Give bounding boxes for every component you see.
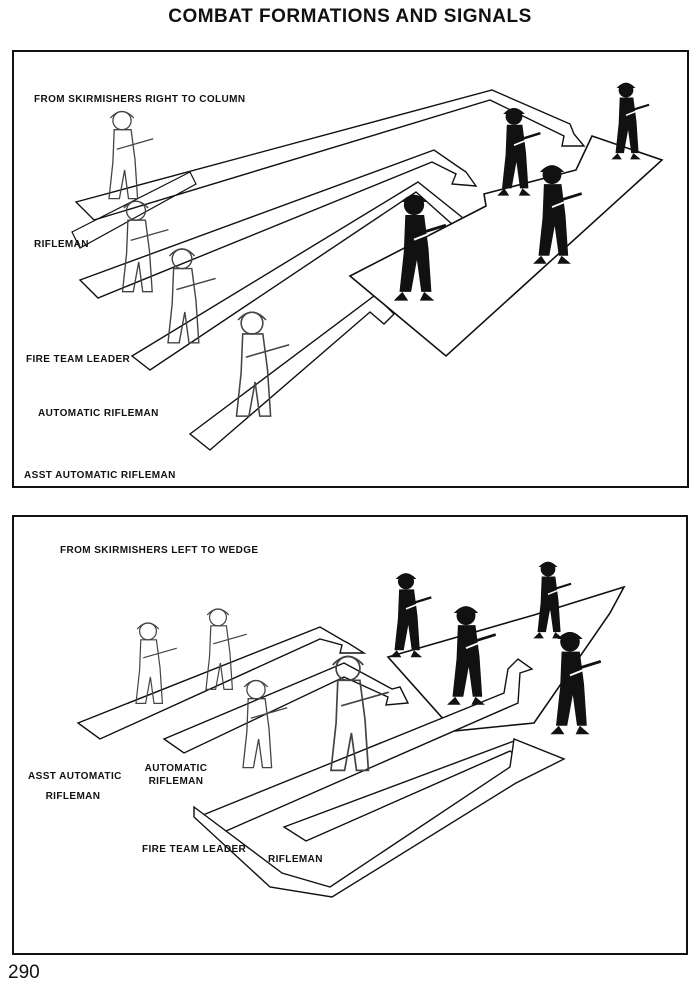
- large-arrow: [193, 738, 566, 898]
- panel-skirmishers-right-to-column: FROM SKIRMISHERS RIGHT TO COLUMN RIFLEMA…: [12, 50, 689, 488]
- panel-skirmishers-left-to-wedge: FROM SKIRMISHERS LEFT TO WEDGE ASST AUTO…: [12, 515, 688, 955]
- label-fire-team-leader: FIRE TEAM LEADER: [26, 354, 131, 365]
- label-rifleman: RIFLEMAN: [34, 239, 89, 250]
- soldier-end-1: [388, 572, 433, 659]
- page-title: COMBAT FORMATIONS AND SIGNALS: [168, 6, 532, 27]
- skirmish-base: [71, 171, 197, 249]
- page-number: 290: [8, 962, 40, 983]
- label-asst-automatic-rifleman-line2: RIFLEMAN: [45, 791, 101, 802]
- label-asst-automatic-rifleman-line1: ASST AUTOMATIC: [28, 771, 122, 782]
- label-automatic-rifleman-line1: AUTOMATIC: [144, 763, 208, 774]
- label-rifleman: RIFLEMAN: [268, 854, 323, 865]
- movement-arrow: [196, 658, 534, 832]
- movement-arrow: [282, 740, 546, 842]
- label-asst-automatic-rifleman: ASST AUTOMATIC RIFLEMAN: [24, 470, 176, 481]
- panel-2-illustration: [76, 560, 626, 898]
- movement-arrow: [78, 149, 478, 299]
- label-automatic-rifleman: AUTOMATIC RIFLEMAN: [136, 763, 216, 787]
- label-asst-automatic-rifleman: ASST AUTOMATIC RIFLEMAN: [28, 771, 122, 802]
- label-fire-team-leader: FIRE TEAM LEADER: [142, 844, 247, 855]
- panel-1-caption: FROM SKIRMISHERS RIGHT TO COLUMN: [34, 94, 246, 105]
- wedge-area: [386, 585, 626, 732]
- label-automatic-rifleman-line2: RIFLEMAN: [148, 776, 204, 787]
- column-area: [348, 135, 664, 358]
- label-automatic-rifleman: AUTOMATIC RIFLEMAN: [38, 408, 159, 419]
- panel-2-caption: FROM SKIRMISHERS LEFT TO WEDGE: [60, 545, 259, 556]
- panel-1-illustration: [71, 81, 664, 451]
- soldier-end-1: [610, 81, 651, 161]
